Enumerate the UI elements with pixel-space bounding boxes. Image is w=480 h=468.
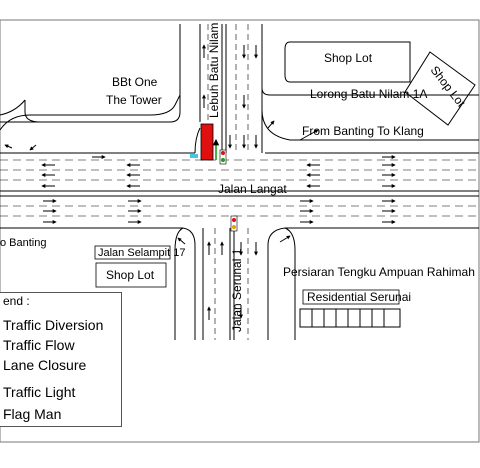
label-lorong-batu-nilam: Lorong Batu Nilam 1A — [310, 87, 427, 101]
shop-lot-top-block — [284, 41, 411, 83]
legend-lane-closure: Lane Closure — [3, 357, 87, 373]
residential-box — [302, 289, 400, 305]
label-residential: Residential Serunai — [307, 290, 411, 304]
jalan-selampit-box — [94, 245, 171, 260]
label-shop-lot-right: Shop Lot — [428, 63, 469, 110]
traffic-flow-arrows — [4, 44, 396, 320]
label-lebuh-batu-nilam: Lebuh Batu Nilam — [207, 23, 221, 118]
jalan-serunai-road — [174, 227, 296, 340]
label-shop-lot-top: Shop Lot — [324, 51, 373, 65]
shop-lot-left-box — [95, 262, 167, 288]
lane-closure-block — [200, 123, 214, 161]
label-jalan-langat: Jalan Langat — [218, 182, 287, 196]
jalan-langat-road — [0, 152, 479, 229]
label-persiaran: Persiaran Tengku Ampuan Rahimah — [283, 265, 475, 279]
legend-title: end : — [3, 294, 30, 308]
legend-traffic-flow: Traffic Flow — [3, 337, 75, 353]
from-banting-arrow — [299, 129, 319, 141]
legend-traffic-diversion: Traffic Diversion — [3, 317, 104, 333]
shop-lot-right-block — [404, 51, 476, 126]
legend-panel: end : Traffic Diversion Traffic Flow Lan… — [0, 292, 122, 427]
lebuh-batu-nilam-road — [0, 24, 479, 154]
legend-traffic-light: Traffic Light — [3, 384, 76, 400]
residential-blocks — [299, 308, 401, 328]
legend-flag-man: Flag Man — [3, 406, 62, 422]
label-from-banting: From Banting To Klang — [302, 124, 424, 138]
cyan-marker — [190, 154, 198, 158]
label-bbt-one: BBt One — [112, 75, 158, 89]
label-jalan-selampit: Jalan Selampit 17 — [98, 247, 185, 259]
label-shop-lot-left: Shop Lot — [106, 268, 155, 282]
traffic-light-north — [219, 149, 227, 165]
label-to-banting: o Banting — [0, 237, 46, 249]
access-road — [0, 99, 40, 123]
label-the-tower: The Tower — [106, 93, 162, 107]
map-frame — [0, 19, 480, 443]
label-jalan-serunai: Jalan Serunai 1 — [230, 248, 244, 332]
traffic-light-south — [230, 215, 238, 232]
